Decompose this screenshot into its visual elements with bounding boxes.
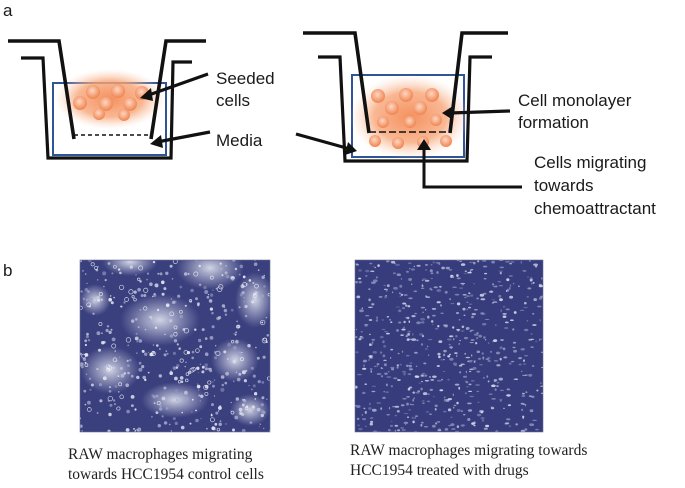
monolayer-label-line2: formation <box>518 113 589 132</box>
monolayer-arrow <box>449 109 511 115</box>
migrating-arrowhead <box>417 139 431 150</box>
control-caption-line1: RAW macrophages migrating <box>68 446 253 463</box>
migrating-label-line2: towards <box>534 176 594 195</box>
media-arrow-right <box>295 132 351 151</box>
migrating-label-line1: Cells migrating <box>534 153 646 172</box>
right-transwell <box>295 31 522 189</box>
media-arrowhead <box>150 135 163 148</box>
media-arrow-right-head <box>345 142 357 155</box>
seeded-cells-label: Seeded cells <box>216 69 279 110</box>
monolayer-label-line1: Cell monolayer <box>518 91 632 110</box>
right-insert-wall-right <box>448 31 508 134</box>
seeded-cells-label-line1: Seeded <box>216 69 275 88</box>
panel-b-label: b <box>3 261 12 280</box>
seeded-cells-arrowhead <box>140 88 153 101</box>
migrating-label-line3: chemoattractant <box>534 199 656 218</box>
treated-micrograph-cells <box>355 260 543 432</box>
monolayer-label: Cell monolayer formation <box>518 91 636 132</box>
monolayer-arrowhead <box>442 106 453 120</box>
left-well-outer-wall <box>21 56 192 160</box>
control-caption: RAW macrophages migrating towards HCC195… <box>68 446 264 483</box>
treated-micrograph-frame <box>354 259 544 433</box>
left-insert-wall-right <box>149 39 206 140</box>
migrating-label: Cells migrating towards chemoattractant <box>534 153 656 218</box>
right-well-outer-wall <box>318 55 492 163</box>
seeded-cells-arrow <box>145 72 209 98</box>
media-arrow <box>156 130 211 144</box>
media-label: Media <box>216 131 263 150</box>
right-insert-wall <box>303 31 371 134</box>
treated-caption-line1: RAW macrophages migrating towards <box>350 442 587 459</box>
treated-caption-line2: HCC1954 treated with drugs <box>350 462 529 479</box>
control-caption-line2: towards HCC1954 control cells <box>68 466 264 483</box>
control-micrograph-frame <box>79 259 271 433</box>
control-micrograph-cells <box>80 260 270 432</box>
seeded-cells-label-line2: cells <box>216 91 250 110</box>
treated-micrograph <box>355 260 543 432</box>
treated-caption: RAW macrophages migrating towards HCC195… <box>350 442 591 479</box>
left-insert-wall <box>8 39 76 140</box>
panel-a-label: a <box>3 1 13 20</box>
left-transwell <box>8 39 211 160</box>
control-micrograph <box>80 260 270 432</box>
migrating-arrow <box>422 147 522 189</box>
